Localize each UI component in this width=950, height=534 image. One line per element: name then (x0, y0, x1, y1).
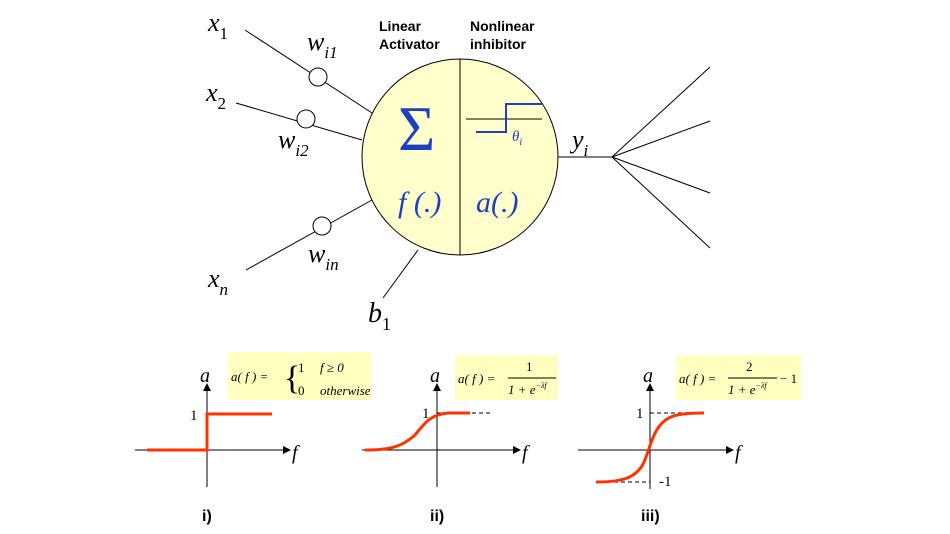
output-label: yi (569, 125, 589, 160)
threshold-label: θi (512, 129, 522, 148)
output-branch-2 (611, 120, 711, 158)
tick-label-tanh-bottom: -1 (659, 474, 672, 490)
tick-label-sigmoid-1: 1 (422, 406, 430, 422)
x-label-tanh: f (735, 442, 743, 464)
input-connections (235, 29, 711, 299)
linear-activator-header-2: Activator (379, 36, 440, 52)
formula-sigmoid-den: 1 + e−λf (508, 381, 548, 397)
formula-sigmoid-num: 1 (526, 359, 533, 374)
step-curve (147, 412, 272, 452)
tick-label-tanh-top: 1 (636, 406, 644, 422)
input-label-x2: x2 (205, 78, 226, 113)
nonlinear-inhibitor-header-1: Nonlinear (470, 18, 535, 34)
y-label-sigmoid: a (430, 365, 440, 387)
formula-box-step (228, 352, 371, 400)
tanh-curve (595, 411, 705, 484)
sigmoid-curve (364, 411, 470, 452)
formula-step-case2-val: 0 (298, 383, 305, 398)
plot-label-iii: iii) (641, 508, 660, 525)
input-line-1 (244, 29, 373, 114)
output-branch-1 (611, 66, 711, 158)
output-branch-4 (611, 156, 711, 249)
weight-node-n (312, 216, 332, 236)
input-line-n (245, 199, 373, 271)
plot-sigmoid: a( f ) = 1 1 + e−λf a f 1 ii) (362, 355, 558, 525)
plot-step: a( f ) = { 1 f ≥ 0 0 otherwise a f 1 i) (135, 352, 371, 525)
linear-activator-header-1: Linear (379, 18, 422, 34)
nonlinear-inhibitor-header-2: inhibitor (470, 36, 527, 52)
formula-step-case2-cond: otherwise (320, 383, 371, 398)
formula-step-case1-val: 1 (298, 360, 305, 375)
weight-label-wn: win (308, 239, 339, 274)
x-label-sigmoid: f (522, 442, 530, 464)
weight-node-2 (296, 109, 316, 129)
linear-function-label: f (.) (398, 186, 441, 219)
x-label-step: f (292, 442, 300, 464)
formula-step-brace: { (284, 360, 300, 397)
nonlinear-function-label: a(.) (476, 186, 518, 219)
weight-label-w2: wi2 (278, 125, 309, 160)
y-label-tanh: a (643, 365, 653, 387)
y-label-step: a (200, 365, 210, 387)
output-branch-3 (611, 156, 711, 194)
plot-tanh: a( f ) = 2 1 + e−λf − 1 a f 1 -1 iii) (578, 355, 801, 525)
summation-symbol: Σ (398, 93, 435, 164)
weight-label-w1: wi1 (307, 27, 338, 62)
input-label-xn: xn (207, 264, 228, 299)
input-label-x1: x1 (207, 8, 228, 43)
formula-step-lhs: a( f ) = (231, 369, 268, 384)
threshold-step-icon: θi (466, 103, 542, 148)
formula-sigmoid-lhs: a( f ) = (458, 371, 495, 386)
bias-line (382, 249, 419, 299)
formula-step-case1-cond: f ≥ 0 (320, 360, 344, 375)
formula-tanh-tail: − 1 (780, 371, 797, 386)
tick-label-step-1: 1 (190, 408, 198, 424)
formula-tanh-den: 1 + e−λf (728, 381, 768, 397)
formula-tanh-num: 2 (746, 359, 753, 374)
plot-label-i: i) (202, 508, 212, 525)
weight-node-1 (308, 67, 328, 87)
bias-label: b1 (368, 298, 391, 334)
plot-label-ii: ii) (430, 508, 444, 525)
formula-tanh-lhs: a( f ) = (679, 371, 716, 386)
